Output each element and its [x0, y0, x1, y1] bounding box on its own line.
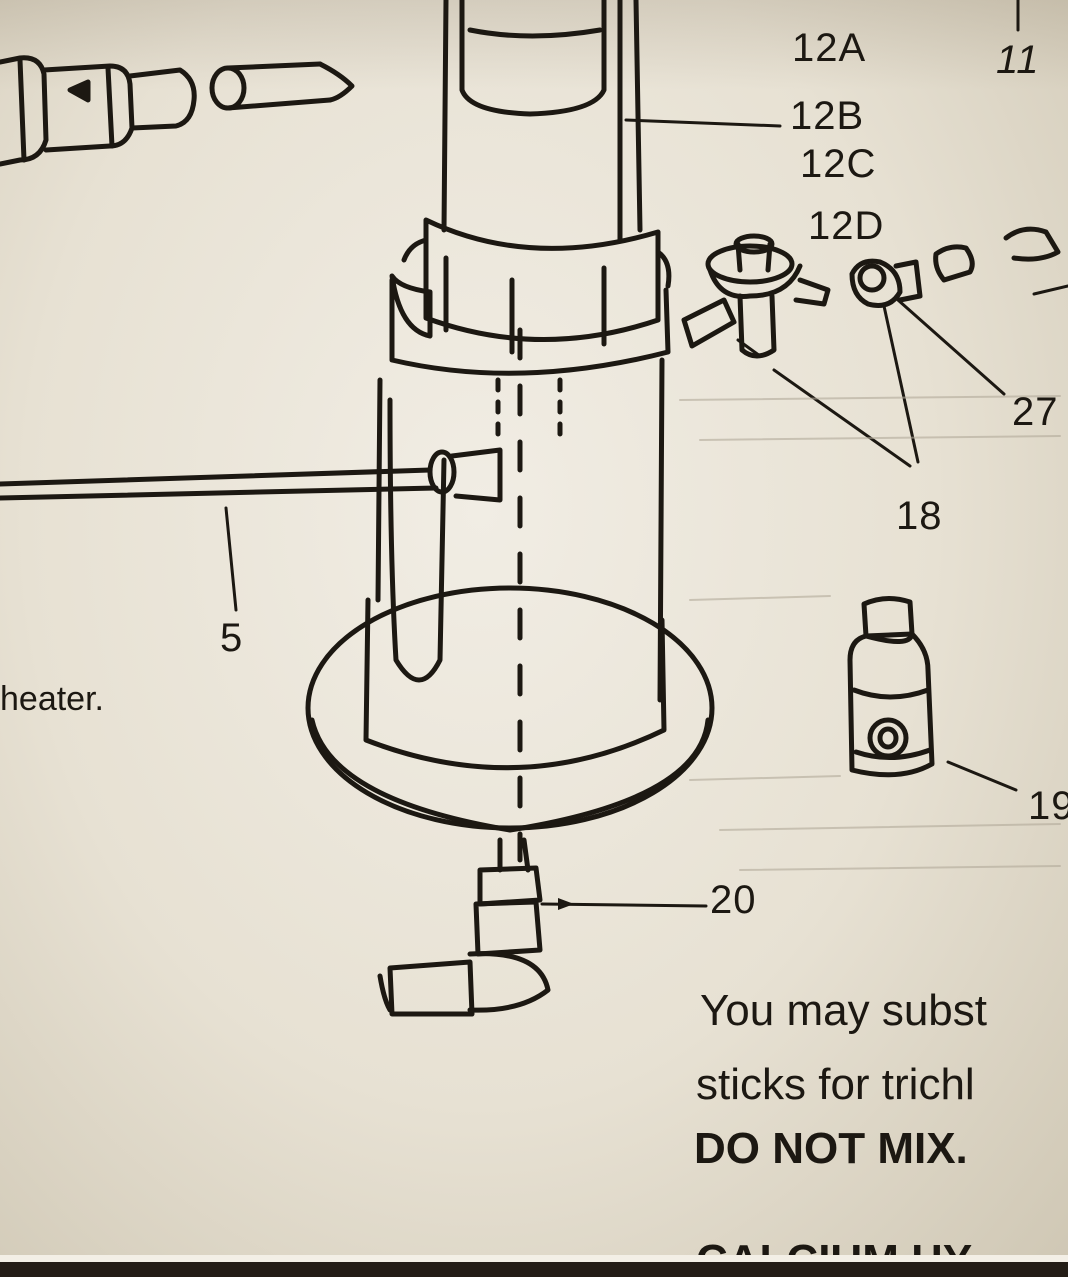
tube-segment-drawing — [209, 61, 355, 111]
callout-11: 11 — [996, 38, 1040, 82]
note-line-1: You may subst — [700, 986, 987, 1035]
inlet-fitting-drawing — [0, 55, 197, 167]
callout-18: 18 — [896, 494, 943, 538]
callout-27: 27 — [1012, 390, 1059, 434]
page-shadow — [0, 0, 1068, 90]
canister-drawing — [305, 0, 782, 863]
page-fold — [0, 1255, 1068, 1263]
bleed-through-text — [679, 395, 1061, 871]
drain-elbow-drawing — [377, 837, 708, 1017]
callout-19: 19 — [1028, 784, 1068, 828]
callout-12d: 12D — [808, 204, 885, 248]
heater-text-fragment: heater. — [0, 680, 104, 718]
page-bottom-edge — [0, 1262, 1068, 1277]
callout-20: 20 — [710, 878, 757, 922]
callout-12b: 12B — [790, 94, 865, 138]
section-heading-partial: CALCIUM HY — [696, 1236, 972, 1258]
chemical-bottle-drawing — [847, 596, 1018, 792]
callout-5: 5 — [220, 616, 244, 660]
callout-12a: 12A — [792, 26, 867, 70]
callout-12c: 12C — [800, 142, 877, 186]
check-valve-drawing — [681, 233, 912, 468]
note-line-2: sticks for trichl — [696, 1060, 975, 1109]
small-fittings-drawing — [849, 0, 1068, 464]
hose-drawing — [0, 447, 503, 612]
note-warning: DO NOT MIX. — [694, 1124, 968, 1173]
